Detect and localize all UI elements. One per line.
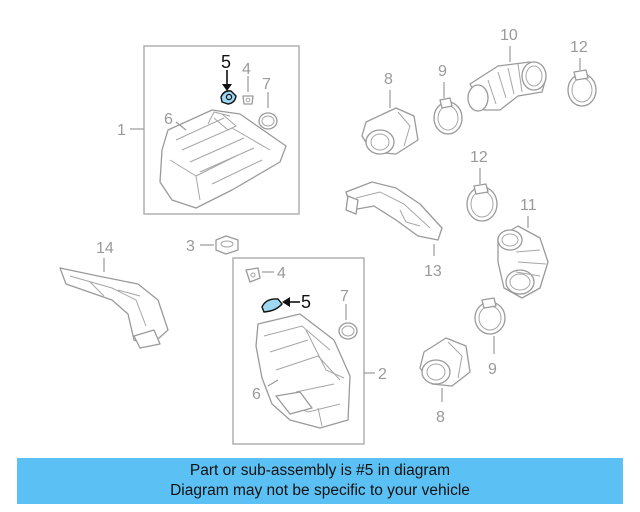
callout-6-upper: 6 [164,111,173,128]
hose-clamp-9-lower [474,297,506,335]
air-duct-14 [59,267,169,349]
upper-assembly-box [143,45,300,215]
callout-4-upper: 4 [242,61,251,78]
air-cleaner-body-lower [255,313,351,429]
banner-line-2: Diagram may not be specific to your vehi… [170,482,470,499]
callout-3: 3 [186,238,195,255]
elbow-hose-11 [497,225,549,299]
banner-line-1: Part or sub-assembly is #5 in diagram [189,462,451,479]
callout-8-lower: 8 [436,409,445,426]
air-duct-13 [345,181,443,241]
part-5-upper-highlight [220,90,237,105]
callout-7-lower: 7 [340,288,349,305]
callout-14: 14 [96,240,114,257]
callout-9-upper: 9 [438,63,447,80]
intake-coupler-8-upper [361,107,419,155]
lower-assembly-box [232,257,365,445]
info-banner: Part or sub-assembly is #5 in diagram Di… [17,458,623,504]
intake-coupler-8-lower [419,337,471,387]
callout-12-lower: 12 [470,149,488,166]
callout-6-lower: 6 [252,386,261,403]
callout-5-upper: 5 [221,52,231,72]
callout-8-upper: 8 [384,71,393,88]
callout-11: 11 [520,197,537,214]
callout-1: 1 [117,122,126,139]
hose-clamp-12-upper [567,69,597,107]
intake-elbow-10 [467,61,547,112]
hose-clamp-9-upper [433,97,463,135]
hose-clamp-12-lower [466,183,498,222]
callout-9-lower: 9 [488,361,497,378]
callout-10: 10 [500,27,518,44]
callout-2: 2 [378,366,387,383]
callout-5-lower: 5 [301,292,311,312]
callout-4-lower: 4 [277,265,286,282]
parts-diagram: 1 6 5 4 7 2 4 5 7 [59,27,597,445]
part-5-lower-highlight [261,298,283,313]
callout-7-upper: 7 [262,76,271,93]
air-cleaner-lid-upper [159,109,287,209]
callout-13: 13 [424,263,442,280]
callout-12-upper: 12 [570,39,588,56]
